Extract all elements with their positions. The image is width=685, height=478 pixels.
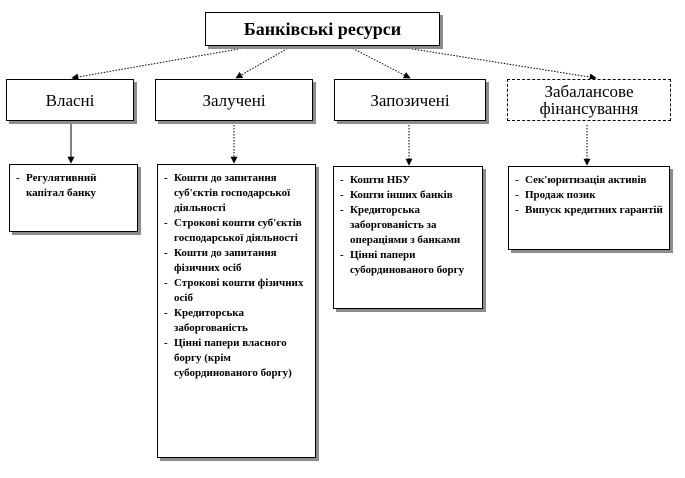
category-label: Запозичені: [370, 90, 450, 110]
list-zaluchen: Кошти до запитання суб'єктів господарськ…: [157, 164, 316, 458]
list-item: Регулятивний капітал банку: [16, 171, 131, 201]
list-item: Строкові кошти фізичних осіб: [164, 276, 309, 306]
arrow-root-to-vlasni: [71, 46, 251, 81]
category-vlasni: Власні: [6, 79, 134, 121]
list-item: Цінні папери субординованого боргу: [340, 248, 476, 278]
category-label: Залучені: [202, 90, 266, 110]
list-item: Продаж позик: [515, 188, 663, 203]
list-vlasni: Регулятивний капітал банку: [9, 164, 138, 232]
category-zaluchen: Залучені: [155, 79, 313, 121]
list-item: Кошти НБУ: [340, 173, 476, 188]
list-item: Кошти до запитання суб'єктів господарськ…: [164, 171, 309, 216]
list-item: Кошти інших банків: [340, 188, 476, 203]
root-title: Банківські ресурси: [243, 18, 402, 39]
list-item: Кредиторська заборгованість: [164, 306, 309, 336]
list-zapozycheni: Кошти НБУ Кошти інших банків Кредиторськ…: [333, 166, 483, 309]
list-item: Цінні папери власного боргу (крім суборд…: [164, 336, 309, 381]
arrow-root-to-zabalansove: [399, 46, 597, 81]
root-node: Банківські ресурси: [205, 12, 440, 46]
list-item: Строкові кошти суб'єктів господарської д…: [164, 216, 309, 246]
category-label: Власні: [45, 90, 95, 110]
list-item: Випуск кредитних гарантій: [515, 203, 663, 218]
list-item: Сек'юритизація активів: [515, 173, 663, 188]
list-zabalansove: Сек'юритизація активів Продаж позик Випу…: [508, 166, 670, 250]
category-label: Забалансове фінансування: [539, 82, 639, 118]
category-zabalansove: Забалансове фінансування: [507, 79, 671, 121]
list-item: Кошти до запитання фізичних осіб: [164, 246, 309, 276]
arrow-root-to-zaluchen: [235, 46, 291, 79]
list-item: Кредиторська заборгованість за операціям…: [340, 203, 476, 248]
category-zapozycheni: Запозичені: [334, 79, 486, 121]
arrow-root-to-zapozycheni: [349, 46, 411, 79]
